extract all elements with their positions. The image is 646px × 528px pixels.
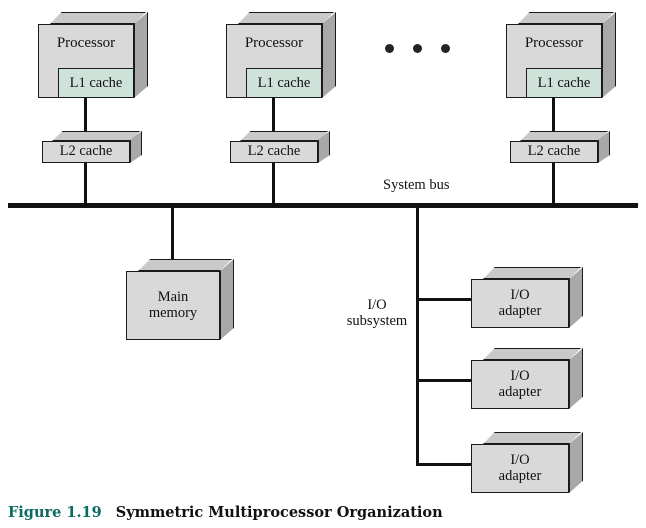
io-adapter-box-2: I/O adapter (471, 348, 583, 409)
ellipsis-dot (441, 44, 450, 53)
l2-cache-front-face: L2 cache (42, 141, 130, 163)
figure-title: Symmetric Multiprocessor Organization (115, 504, 443, 521)
io-adapter-front-face: I/O adapter (471, 444, 569, 493)
main-memory-front-face: Main memory (126, 271, 220, 340)
processor-label: Processor (244, 35, 304, 51)
io-adapter-label-line2: adapter (498, 383, 542, 400)
l1-cache-box-1: L1 cache (58, 68, 134, 98)
l2-cache-box-2: L2 cache (230, 131, 330, 163)
box-top-face (238, 12, 334, 24)
io-adapter-box-3: I/O adapter (471, 432, 583, 493)
box-top-face (52, 131, 140, 141)
io-adapter-label-line1: I/O (510, 286, 530, 303)
main-memory-label-line2: memory (148, 304, 198, 321)
l1-cache-label: L1 cache (537, 74, 591, 91)
io-subsystem-label-line2: subsystem (346, 313, 408, 330)
io-subsystem-label: I/O subsystem (345, 297, 409, 329)
ellipsis-dot (413, 44, 422, 53)
box-top-face (483, 267, 581, 279)
l2-cache-label: L2 cache (527, 143, 581, 160)
processor-box-3: Processor L1 cache (506, 12, 616, 98)
main-memory-label-line1: Main (157, 288, 189, 305)
io-adapter-label-line2: adapter (498, 467, 542, 484)
wire-trunk-to-io-adapter-1 (416, 298, 473, 301)
box-top-face (50, 12, 146, 24)
box-side-face (602, 12, 616, 98)
processor-box-1: Processor L1 cache (38, 12, 148, 98)
ellipsis-dots (385, 44, 450, 53)
io-adapter-label-line1: I/O (510, 451, 530, 468)
l1-cache-box-2: L1 cache (246, 68, 322, 98)
l1-cache-label: L1 cache (69, 74, 123, 91)
wire-l2-1-to-bus (84, 161, 87, 206)
io-adapter-front-face: I/O adapter (471, 360, 569, 409)
wire-io-subsystem-trunk (416, 206, 419, 466)
processor-box-2: Processor L1 cache (226, 12, 336, 98)
main-memory-box: Main memory (126, 259, 234, 340)
wire-p2-to-l2 (272, 96, 275, 132)
box-top-face (520, 131, 608, 141)
figure-caption: Figure 1.19 Symmetric Multiprocessor Orga… (8, 504, 443, 521)
l2-cache-box-3: L2 cache (510, 131, 610, 163)
ellipsis-dot (385, 44, 394, 53)
io-adapter-label-line2: adapter (498, 302, 542, 319)
io-subsystem-label-line1: I/O (367, 297, 387, 313)
wire-trunk-to-io-adapter-3 (416, 463, 473, 466)
box-top-face (483, 432, 581, 444)
box-top-face (483, 348, 581, 360)
wire-p3-to-l2 (552, 96, 555, 132)
l2-cache-box-1: L2 cache (42, 131, 142, 163)
wire-trunk-to-io-adapter-2 (416, 379, 473, 382)
box-top-face (240, 131, 328, 141)
processor-label: Processor (524, 35, 584, 51)
system-bus-line (8, 203, 638, 208)
box-top-face (138, 259, 232, 271)
box-top-face (518, 12, 614, 24)
wire-l2-3-to-bus (552, 161, 555, 206)
box-side-face (134, 12, 148, 98)
io-adapter-box-1: I/O adapter (471, 267, 583, 328)
wire-l2-2-to-bus (272, 161, 275, 206)
box-side-face (220, 259, 234, 340)
io-adapter-label-line1: I/O (510, 367, 530, 384)
wire-p1-to-l2 (84, 96, 87, 132)
l2-cache-front-face: L2 cache (510, 141, 598, 163)
l1-cache-label: L1 cache (257, 74, 311, 91)
l2-cache-label: L2 cache (247, 143, 301, 160)
l2-cache-label: L2 cache (59, 143, 113, 160)
l2-cache-front-face: L2 cache (230, 141, 318, 163)
io-adapter-front-face: I/O adapter (471, 279, 569, 328)
wire-bus-to-main-memory (171, 206, 174, 261)
box-side-face (322, 12, 336, 98)
figure-number: Figure 1.19 (8, 504, 102, 521)
system-bus-label: System bus (383, 177, 450, 193)
processor-label: Processor (56, 35, 116, 51)
l1-cache-box-3: L1 cache (526, 68, 602, 98)
